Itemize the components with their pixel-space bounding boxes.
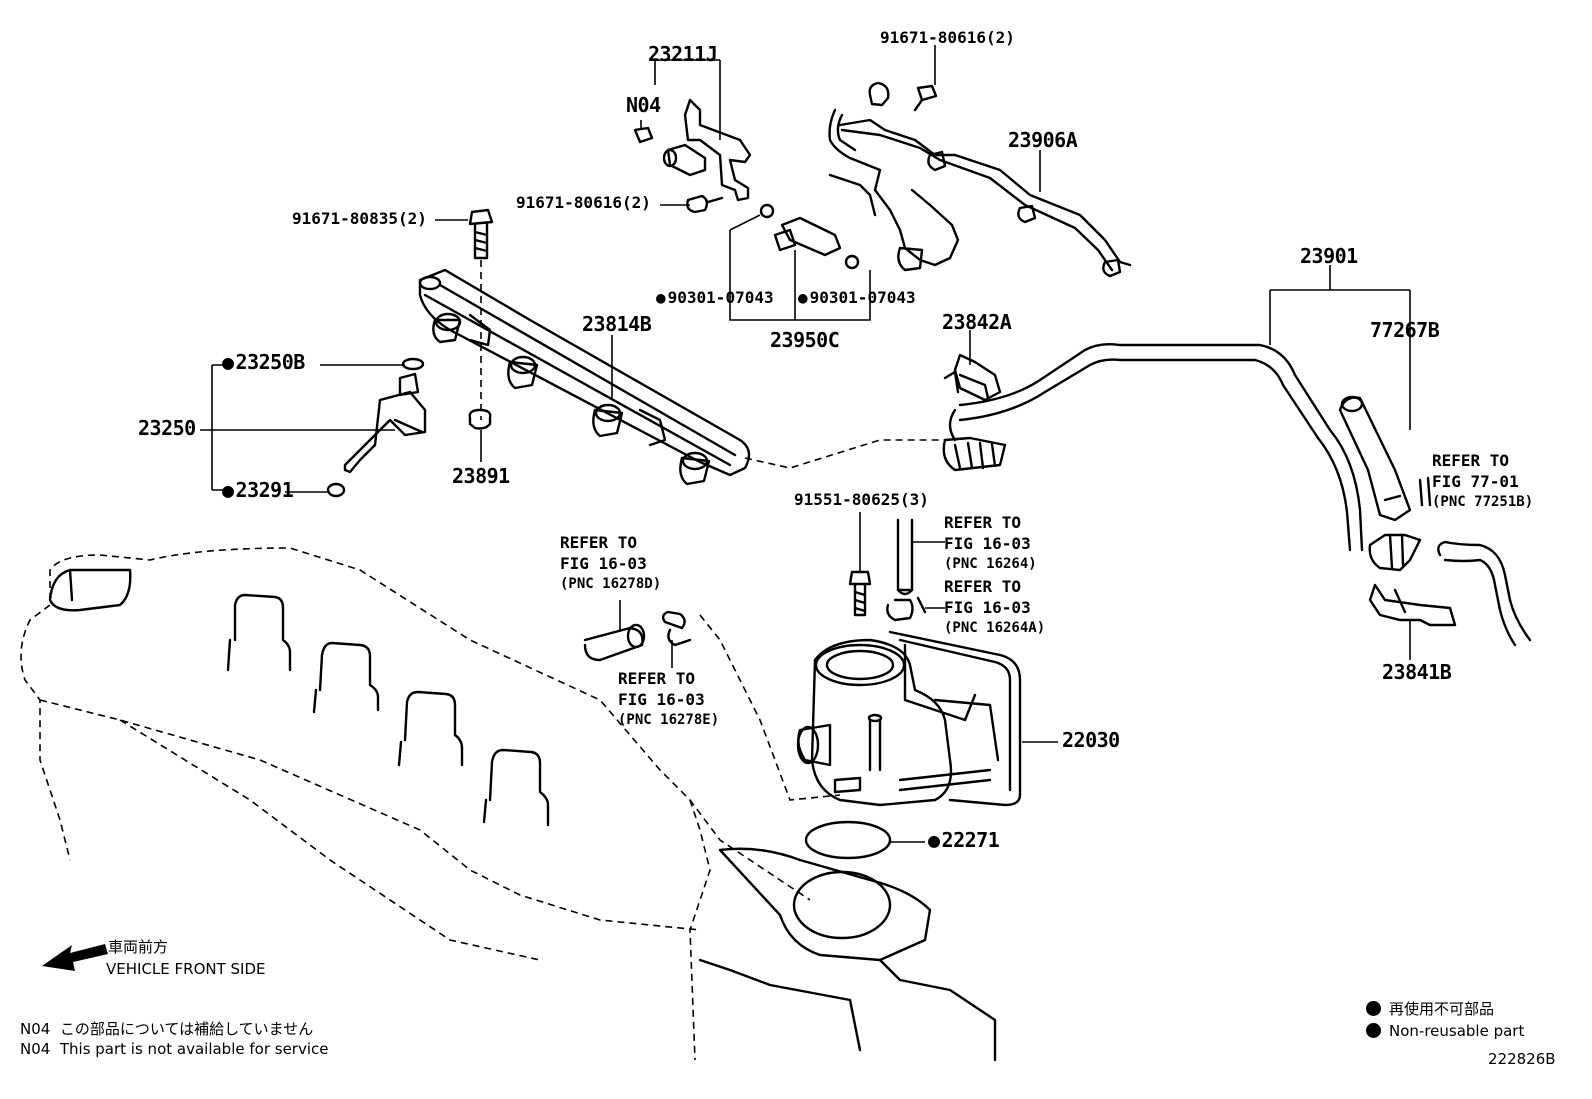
footnote-code: N04 bbox=[20, 1040, 51, 1058]
legend-text-jp: 再使用不可部品 bbox=[1389, 1000, 1495, 1018]
fuel-rail-drawing bbox=[418, 268, 751, 486]
refer-line-1: REFER TO bbox=[560, 533, 638, 552]
non-reusable-dot-icon bbox=[1366, 1001, 1381, 1016]
return-hose-drawing bbox=[1338, 395, 1432, 522]
refer-line-1: REFER TO bbox=[618, 669, 696, 688]
rail-bolt-drawing bbox=[468, 208, 494, 430]
refer-line-2: FIG 16-03 bbox=[944, 598, 1031, 617]
part-label-23891[interactable]: 23891 bbox=[452, 464, 510, 488]
refer-line-3: (PNC 16278E) bbox=[618, 712, 720, 728]
refer-line-2: FIG 16-03 bbox=[560, 554, 647, 573]
refer-line-1: REFER TO bbox=[944, 577, 1022, 596]
part-label-23841B[interactable]: 23841B bbox=[1382, 660, 1452, 684]
part-label-90301-07043-left[interactable]: 90301-07043 bbox=[656, 290, 774, 306]
part-label-23842A[interactable]: 23842A bbox=[942, 310, 1012, 334]
throttle-bolt-drawing bbox=[848, 570, 872, 617]
part-label-N04[interactable]: N04 bbox=[626, 93, 661, 117]
part-label-23814B[interactable]: 23814B bbox=[582, 312, 652, 336]
part-label-90301-07043-right[interactable]: 90301-07043 bbox=[798, 290, 916, 306]
refer-line-3: (PNC 16264A) bbox=[944, 620, 1046, 636]
part-label-23250[interactable]: 23250 bbox=[138, 416, 196, 440]
legend-en: Non-reusable part bbox=[1366, 1022, 1524, 1040]
refer-16278D[interactable]: REFER TO FIG 16-03 (PNC 16278D) bbox=[560, 532, 661, 595]
sensor-bracket-drawing bbox=[633, 98, 860, 270]
part-label-77267B[interactable]: 77267B bbox=[1370, 318, 1440, 342]
footnote-code: N04 bbox=[20, 1020, 51, 1038]
engine-block-drawing bbox=[20, 547, 997, 1062]
refer-line-3: (PNC 77251B) bbox=[1432, 494, 1534, 510]
refer-line-3: (PNC 16278D) bbox=[560, 576, 662, 592]
refer-line-2: FIG 16-03 bbox=[944, 534, 1031, 553]
refer-16264A[interactable]: REFER TO FIG 16-03 (PNC 16264A) bbox=[944, 576, 1045, 639]
harness-drawing bbox=[828, 81, 1132, 278]
part-label-91671-80835[interactable]: 91671-80835(2) bbox=[292, 209, 427, 228]
footnote-text-jp: この部品については補給していません bbox=[59, 1020, 314, 1038]
injector-drawing bbox=[326, 357, 427, 498]
legend-jp: 再使用不可部品 bbox=[1366, 998, 1494, 1019]
front-arrow-icon bbox=[42, 944, 108, 971]
part-label-22030[interactable]: 22030 bbox=[1062, 728, 1120, 752]
refer-line-3: (PNC 16264) bbox=[944, 556, 1037, 572]
part-label-91551-80625[interactable]: 91551-80625(3) bbox=[794, 490, 929, 509]
footnote-text-en: This part is not available for service bbox=[59, 1040, 329, 1058]
part-label-23211J[interactable]: 23211J bbox=[648, 42, 718, 66]
part-label-23291[interactable]: 23291 bbox=[222, 480, 294, 500]
refer-77251B[interactable]: REFER TO FIG 77-01 (PNC 77251B) bbox=[1432, 450, 1533, 513]
refer-16278E[interactable]: REFER TO FIG 16-03 (PNC 16278E) bbox=[618, 668, 719, 731]
footnote-jp: N04 この部品については補給していません bbox=[20, 1018, 313, 1039]
gasket-drawing bbox=[804, 820, 892, 860]
front-side-en: VEHICLE FRONT SIDE bbox=[106, 960, 266, 978]
throttle-body-drawing bbox=[796, 630, 1022, 807]
part-label-23950C[interactable]: 23950C bbox=[770, 328, 840, 352]
refer-line-1: REFER TO bbox=[1432, 451, 1510, 470]
hose-drawings bbox=[583, 518, 927, 662]
part-label-23901[interactable]: 23901 bbox=[1300, 244, 1358, 268]
diagram-code: 222826B bbox=[1488, 1050, 1556, 1068]
leader-lines bbox=[200, 45, 1411, 843]
refer-line-1: REFER TO bbox=[944, 513, 1022, 532]
part-label-23906A[interactable]: 23906A bbox=[1008, 128, 1078, 152]
refer-16264[interactable]: REFER TO FIG 16-03 (PNC 16264) bbox=[944, 512, 1037, 575]
legend-text-en: Non-reusable part bbox=[1389, 1022, 1525, 1040]
refer-line-2: FIG 16-03 bbox=[618, 690, 705, 709]
part-label-23250B[interactable]: 23250B bbox=[222, 352, 306, 372]
fuel-pipe-drawing bbox=[744, 342, 1364, 552]
non-reusable-dot-icon bbox=[1366, 1023, 1381, 1038]
footnote-en: N04 This part is not available for servi… bbox=[20, 1040, 329, 1058]
part-label-91671-80616-top[interactable]: 91671-80616(2) bbox=[880, 28, 1015, 47]
front-side-jp: 車両前方 bbox=[108, 938, 169, 956]
connector-clip-drawing bbox=[1368, 533, 1532, 647]
refer-line-2: FIG 77-01 bbox=[1432, 472, 1519, 491]
part-label-91671-80616-mid[interactable]: 91671-80616(2) bbox=[516, 193, 651, 212]
part-label-22271[interactable]: 22271 bbox=[928, 830, 1000, 850]
